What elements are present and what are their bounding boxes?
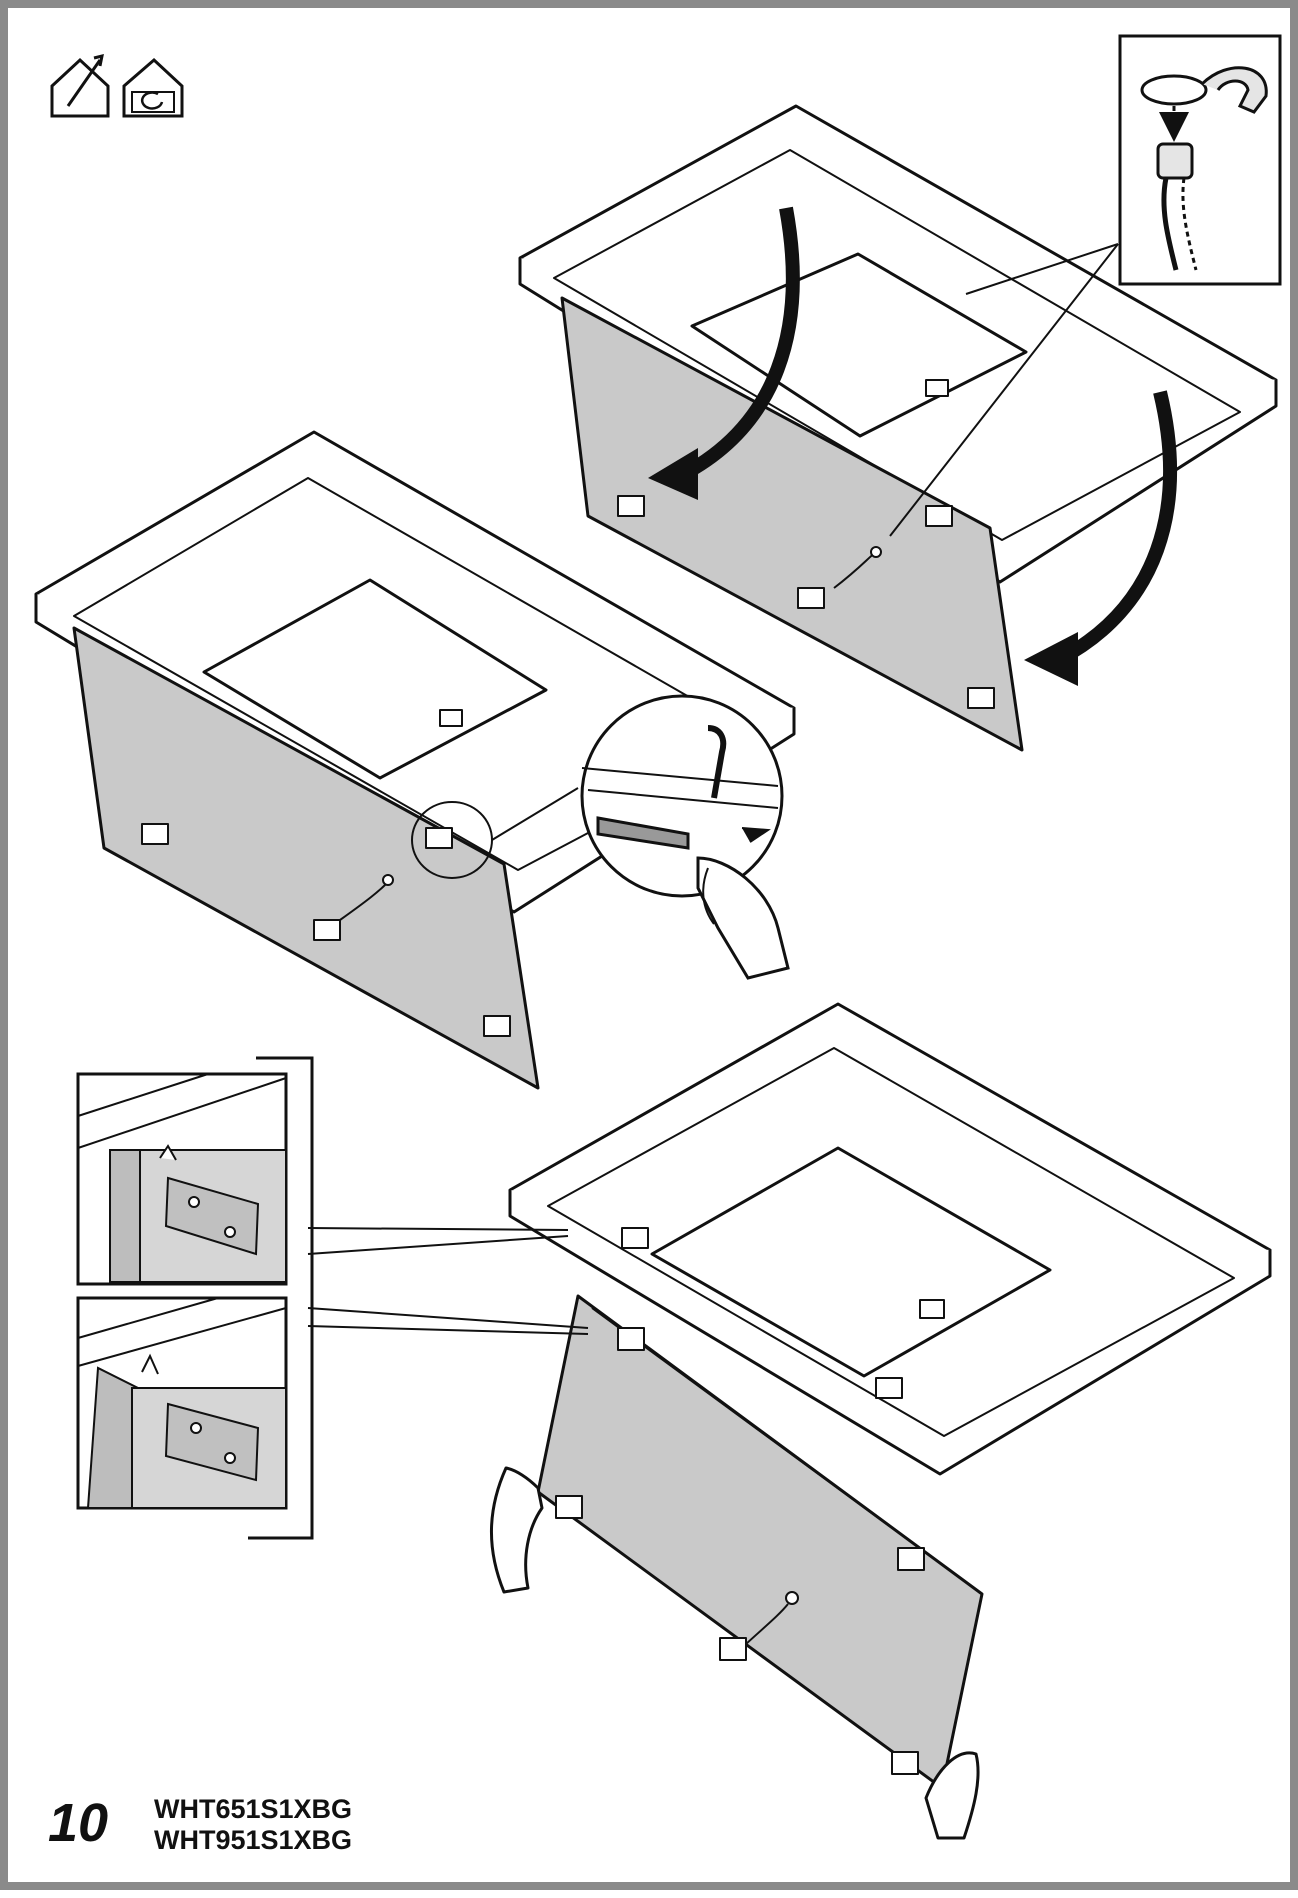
connector-inset — [1118, 34, 1282, 286]
model-name-2: WHT951S1XBG — [154, 1825, 353, 1855]
hood-top — [518, 104, 1278, 752]
model-name-1: WHT651S1XBG — [154, 1794, 353, 1824]
detail-inset-lower — [76, 1296, 288, 1510]
house-ducted-exhaust-icon — [50, 53, 110, 118]
detail-inset-upper — [76, 1072, 288, 1286]
page-number: 10 — [48, 1793, 109, 1853]
model-list: WHT651S1XBG WHT951S1XBG — [154, 1794, 352, 1856]
house-recirculation-icon — [122, 57, 184, 118]
detail-circle-hook — [580, 694, 790, 980]
inset-bracket — [248, 1056, 314, 1540]
cable-connector-icon — [1140, 66, 1268, 271]
hood-bottom — [307, 1002, 1272, 1840]
installation-illustration — [34, 34, 1282, 1840]
